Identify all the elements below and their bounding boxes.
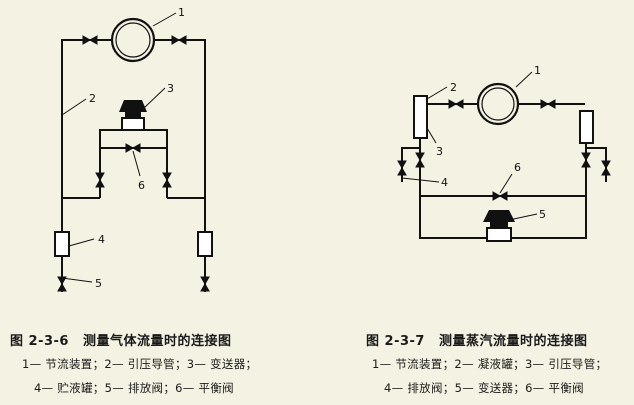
right-label-6: 6	[514, 161, 521, 174]
right-caption-number: 图 2-3-7	[366, 334, 425, 349]
right-legend-line-2: 4— 排放阀；5— 变送器；6— 平衡阀	[384, 381, 584, 395]
right-label-5: 5	[539, 208, 546, 221]
right-transmitter	[483, 210, 515, 242]
right-top-valve-right	[540, 99, 556, 109]
right-label-4: 4	[441, 176, 448, 189]
right-side-valve-right	[581, 152, 591, 168]
left-caption-title: 测量气体流量时的连接图	[82, 334, 232, 349]
left-balance-valve	[125, 143, 141, 153]
left-transmitter	[119, 100, 147, 131]
right-drain-valve-left	[397, 160, 407, 176]
left-throttling-device	[110, 17, 156, 63]
left-drain-valve-right	[200, 276, 210, 292]
left-label-2: 2	[89, 92, 96, 105]
right-side-valve-left	[415, 152, 425, 168]
left-caption-number: 图 2-3-6	[10, 334, 69, 349]
left-diagram: 1 2 3 4 5 6	[54, 6, 213, 292]
left-inner-valve-left	[95, 172, 105, 188]
right-pot-right	[579, 110, 594, 144]
left-label-6: 6	[138, 179, 145, 192]
left-caption: 图 2-3-6 测量气体流量时的连接图	[10, 330, 231, 349]
right-pot-left	[413, 95, 428, 139]
left-drain-valve-left	[57, 276, 67, 292]
right-legend-line-1: 1— 节流装置；2— 凝液罐；3— 引压导管；	[372, 357, 608, 371]
left-legend-line-1: 1— 节流装置；2— 引压导管；3— 变送器；	[22, 357, 258, 371]
right-label-3: 3	[436, 145, 443, 158]
left-legend-line-2: 4— 贮液罐；5— 排放阀；6— 平衡阀	[34, 381, 234, 395]
left-inner-valve-right	[162, 172, 172, 188]
right-caption-title: 测量蒸汽流量时的连接图	[438, 334, 588, 349]
right-drain-valve-right	[601, 160, 611, 176]
right-label-1: 1	[534, 64, 541, 77]
left-label-4: 4	[98, 233, 105, 246]
right-throttling-device	[476, 82, 520, 126]
left-label-3: 3	[167, 82, 174, 95]
right-balance-valve	[492, 191, 508, 201]
left-tank-right	[197, 231, 213, 257]
left-top-valve-right	[171, 35, 187, 45]
right-caption: 图 2-3-7 测量蒸汽流量时的连接图	[366, 330, 587, 349]
left-label-5: 5	[95, 277, 102, 290]
right-diagram: 1 2 3 4 5 6	[397, 64, 611, 242]
right-top-valve-left	[448, 99, 464, 109]
left-top-valve-left	[82, 35, 98, 45]
left-tank-left	[54, 231, 70, 257]
left-label-1: 1	[178, 6, 185, 19]
right-label-2: 2	[450, 81, 457, 94]
